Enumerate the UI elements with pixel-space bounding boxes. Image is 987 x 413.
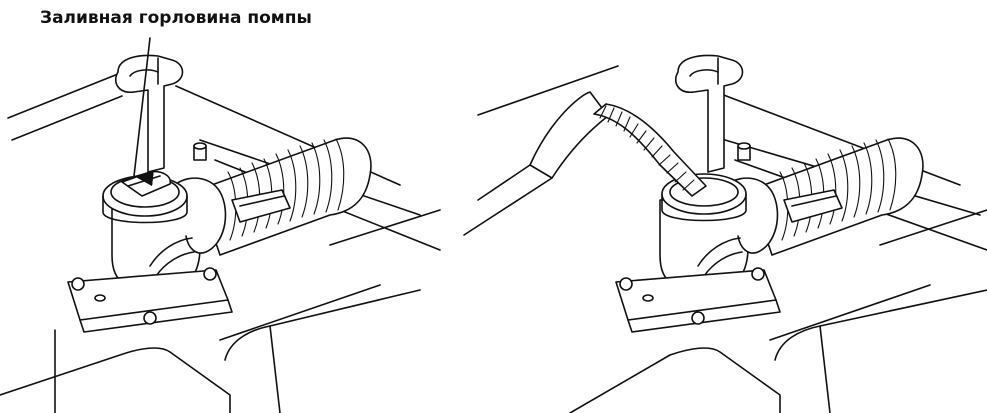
corrugated-hose-right	[749, 137, 924, 256]
callout-label: Заливная горловина помпы	[40, 8, 312, 28]
pump-elbow	[111, 177, 227, 285]
fill-hose	[463, 91, 707, 236]
frame-post-right	[674, 54, 744, 173]
right-figure	[463, 54, 987, 413]
base-flange	[67, 267, 233, 333]
frame-bolt	[193, 142, 207, 161]
tank-body-right	[569, 209, 987, 413]
frame-post	[114, 54, 184, 173]
callout-leader-arrow	[133, 37, 154, 187]
tank-body	[0, 209, 441, 413]
left-figure	[0, 37, 441, 413]
base-flange-right	[615, 267, 781, 333]
frame-bolt-right	[737, 142, 751, 161]
corrugated-hose	[197, 137, 372, 256]
